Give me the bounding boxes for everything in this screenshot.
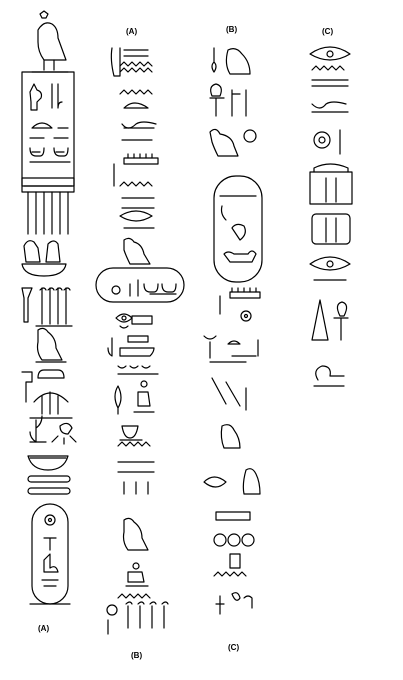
ankh-small-glyph bbox=[215, 592, 253, 615]
cup-row-glyph bbox=[117, 365, 159, 375]
spade-glyph bbox=[211, 47, 217, 73]
loaves-glyph bbox=[106, 601, 169, 635]
cartouche-c-glyph bbox=[213, 175, 263, 283]
vulture-glyph bbox=[35, 327, 67, 363]
circles-c-glyph bbox=[213, 533, 255, 547]
comb-glyph bbox=[123, 153, 159, 165]
flag-glyph bbox=[21, 369, 65, 403]
reed-leaf-glyph bbox=[110, 47, 149, 77]
comb-c-glyph bbox=[215, 511, 251, 521]
column-label-c-top: (C) bbox=[322, 27, 334, 36]
water-small-glyph bbox=[119, 181, 153, 187]
column-label-a-top: (A) bbox=[126, 27, 138, 36]
column-label-c-bottom: (C) bbox=[228, 643, 240, 652]
tall-frame-glyph bbox=[21, 71, 75, 187]
reeds-glyph bbox=[21, 287, 73, 327]
column-label-b-top: (B) bbox=[226, 25, 238, 34]
eye2-r-glyph bbox=[309, 256, 351, 281]
cartouche-a-glyph bbox=[29, 503, 71, 605]
canopy-glyph bbox=[29, 391, 73, 419]
serpent-glyph bbox=[121, 121, 157, 129]
snake-r-glyph bbox=[311, 101, 349, 113]
tree-glyph bbox=[114, 385, 122, 415]
water-low-glyph bbox=[117, 593, 151, 599]
reed-c-glyph bbox=[219, 287, 261, 315]
falcon-c-glyph bbox=[220, 424, 241, 449]
rect-b-glyph bbox=[131, 315, 153, 325]
water-mid-glyph bbox=[117, 441, 151, 447]
bread-glyph bbox=[123, 102, 149, 109]
duck-b-glyph bbox=[123, 237, 151, 265]
column-label-b-bottom: (B) bbox=[131, 651, 143, 660]
column-c-right bbox=[309, 46, 353, 387]
bars-glyph bbox=[121, 197, 155, 209]
cartouche-b-glyph bbox=[95, 267, 185, 303]
bars3-glyph bbox=[117, 461, 155, 495]
lily-bee-glyph bbox=[29, 415, 77, 445]
rect-c-glyph bbox=[229, 553, 241, 569]
zigzag-glyph bbox=[119, 89, 153, 95]
fringe-glyph bbox=[21, 177, 75, 235]
column-a-large bbox=[21, 10, 77, 605]
shrine-r-glyph bbox=[309, 163, 353, 205]
sticks-glyph bbox=[211, 377, 247, 411]
water-lines-glyph bbox=[119, 55, 153, 73]
basket-glyph bbox=[27, 455, 69, 471]
stacked-bars-glyph bbox=[27, 475, 71, 495]
column-c bbox=[203, 47, 263, 615]
vulture-b-glyph bbox=[122, 517, 149, 551]
ankh-glyph bbox=[209, 83, 247, 117]
owl-glyph bbox=[225, 48, 251, 75]
eye-b-glyph bbox=[115, 313, 133, 329]
lotus-glyph bbox=[203, 335, 259, 359]
eye-r-glyph bbox=[309, 46, 351, 61]
duck-c-glyph bbox=[209, 128, 257, 157]
seated-figure-glyph bbox=[107, 335, 155, 357]
clock-r-glyph bbox=[313, 129, 341, 155]
bound-bird-glyph bbox=[203, 468, 261, 495]
circle-c-glyph bbox=[240, 310, 252, 322]
sitting-man-glyph bbox=[133, 380, 155, 413]
vessel-glyph bbox=[119, 425, 143, 441]
falcon-glyph bbox=[31, 10, 69, 73]
birds-basket-glyph bbox=[21, 240, 67, 277]
water-r-glyph bbox=[311, 65, 349, 87]
serpent-r-glyph bbox=[313, 365, 345, 387]
column-label-a-bottom: (A) bbox=[38, 624, 50, 633]
water-c-glyph bbox=[213, 571, 247, 577]
kneeling-b-glyph bbox=[125, 562, 149, 587]
obelisk-ankh-glyph bbox=[311, 299, 349, 341]
lens-glyph bbox=[119, 210, 153, 222]
column-b bbox=[95, 47, 185, 635]
chest-r-glyph bbox=[311, 213, 351, 245]
